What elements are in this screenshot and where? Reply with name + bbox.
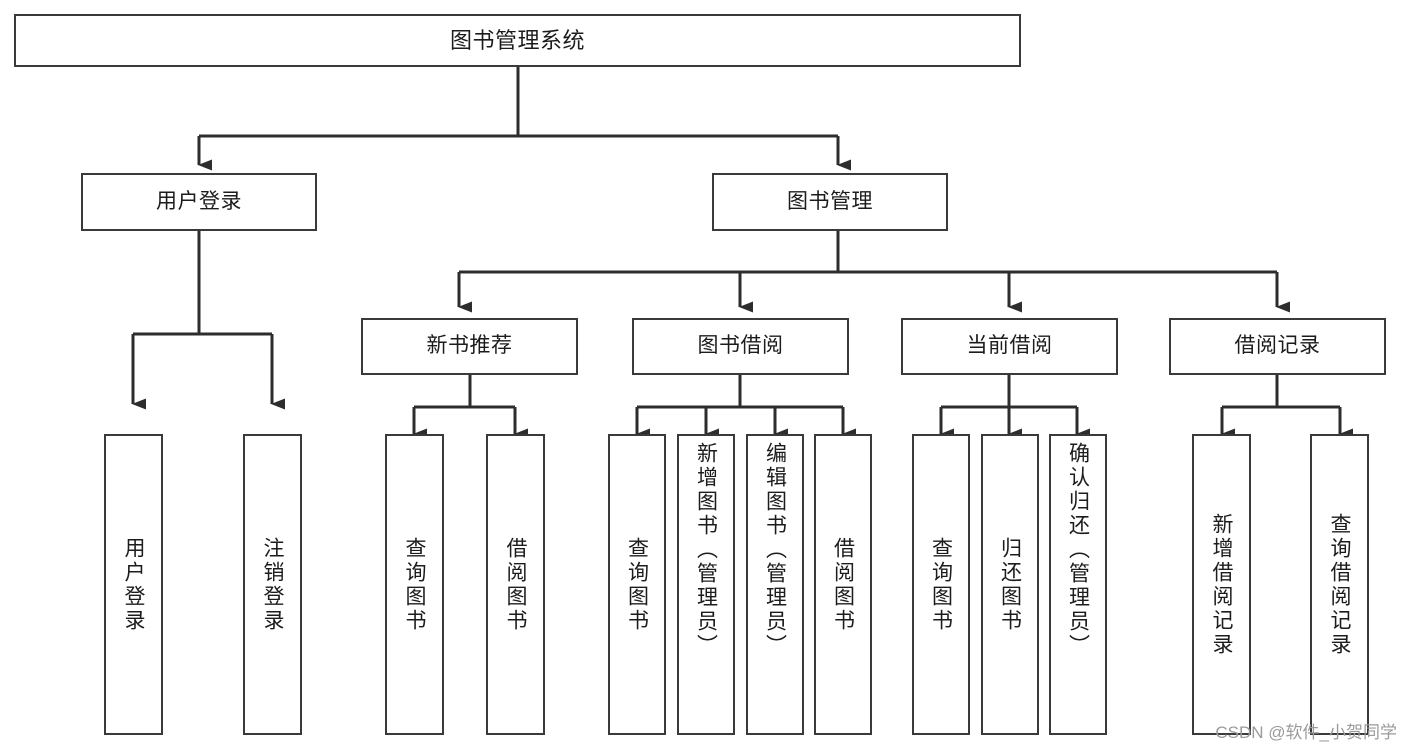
node-leaf-confirm-return-admin[interactable]: 确认归还（管理员） <box>1049 434 1107 735</box>
node-label: 图书借阅 <box>697 334 784 358</box>
node-root-book-management-system[interactable]: 图书管理系统 <box>14 14 1021 67</box>
node-label: 新增图书（管理员） <box>694 442 718 658</box>
node-leaf-user-login[interactable]: 用户登录 <box>104 434 163 735</box>
node-label: 编辑图书（管理员） <box>763 442 787 658</box>
node-label: 归还图书 <box>998 536 1022 633</box>
node-label: 新书推荐 <box>426 334 513 358</box>
node-leaf-query-book-3[interactable]: 查询图书 <box>912 434 970 735</box>
node-label: 当前借阅 <box>966 334 1053 358</box>
node-new-book-recommend[interactable]: 新书推荐 <box>361 318 578 375</box>
node-leaf-borrow-book-1[interactable]: 借阅图书 <box>486 434 545 735</box>
node-label: 用户登录 <box>122 536 145 633</box>
node-label: 查询图书 <box>929 536 953 633</box>
node-leaf-logout-login[interactable]: 注销登录 <box>243 434 302 735</box>
node-leaf-return-book[interactable]: 归还图书 <box>981 434 1039 735</box>
node-label: 图书管理系统 <box>449 27 585 53</box>
node-leaf-query-book-1[interactable]: 查询图书 <box>385 434 444 735</box>
node-label: 借阅图书 <box>504 536 527 633</box>
node-leaf-add-borrow-record[interactable]: 新增借阅记录 <box>1192 434 1251 735</box>
node-book-management[interactable]: 图书管理 <box>712 173 948 231</box>
node-label: 查询借阅记录 <box>1328 512 1351 657</box>
node-leaf-query-borrow-record[interactable]: 查询借阅记录 <box>1310 434 1369 735</box>
node-borrow-record[interactable]: 借阅记录 <box>1169 318 1386 375</box>
watermark-text: CSDN @软件_小贺同学 <box>1215 723 1397 742</box>
node-label: 确认归还（管理员） <box>1066 442 1090 658</box>
node-leaf-edit-book-admin[interactable]: 编辑图书（管理员） <box>746 434 804 735</box>
node-user-login[interactable]: 用户登录 <box>81 173 317 231</box>
node-label: 用户登录 <box>156 189 242 213</box>
node-label: 图书管理 <box>787 189 873 213</box>
node-label: 查询图书 <box>403 536 426 633</box>
node-leaf-query-book-2[interactable]: 查询图书 <box>608 434 666 735</box>
node-label: 注销登录 <box>261 536 284 633</box>
node-current-borrow[interactable]: 当前借阅 <box>901 318 1118 375</box>
node-book-borrow[interactable]: 图书借阅 <box>632 318 849 375</box>
node-label: 新增借阅记录 <box>1210 512 1233 657</box>
node-leaf-borrow-book-2[interactable]: 借阅图书 <box>814 434 872 735</box>
node-leaf-add-book-admin[interactable]: 新增图书（管理员） <box>677 434 735 735</box>
node-label: 查询图书 <box>625 536 649 633</box>
node-label: 借阅记录 <box>1234 334 1321 358</box>
node-label: 借阅图书 <box>831 536 855 633</box>
